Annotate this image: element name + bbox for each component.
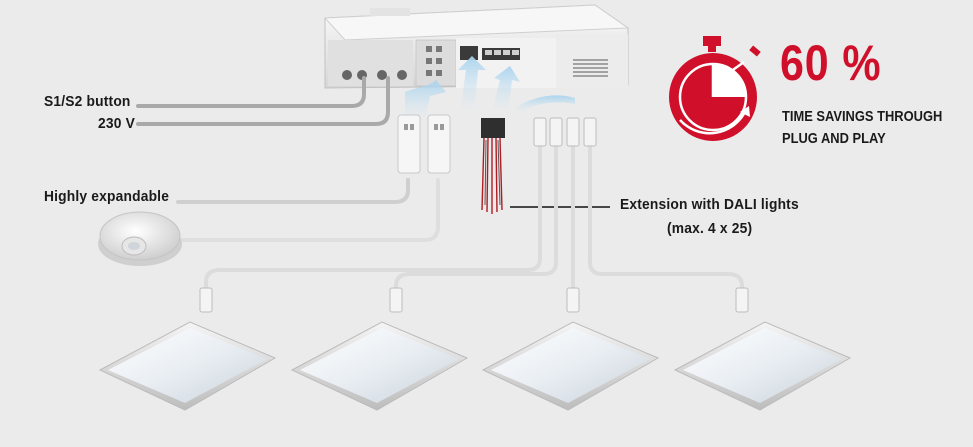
s1s2-label: S1/S2 button: [44, 93, 131, 110]
230v-label: 230 V: [98, 115, 135, 132]
input-cables: [136, 76, 390, 126]
extension-max-label: (max. 4 x 25): [667, 220, 753, 237]
stopwatch-icon: [669, 36, 761, 141]
dali-connector-icon: [481, 118, 505, 214]
badge-line-1: TIME SAVINGS THROUGH: [782, 108, 943, 125]
plug-connectors: [397, 114, 451, 174]
led-panel-icon: [98, 321, 852, 411]
connection-arrows: [405, 56, 575, 120]
motion-sensor-icon: [98, 211, 182, 266]
badge-line-2: PLUG AND PLAY: [782, 130, 886, 147]
percent-headline: 60 %: [780, 35, 882, 91]
badge-caption: TIME SAVINGS THROUGH PLUG AND PLAY: [782, 106, 942, 150]
rj45-plug-icon: [199, 117, 749, 313]
light-cables: [204, 143, 744, 294]
expandable-label: Highly expandable: [44, 188, 170, 205]
extension-label: Extension with DALI lights: [620, 196, 799, 213]
sensor-cable: [176, 178, 440, 242]
